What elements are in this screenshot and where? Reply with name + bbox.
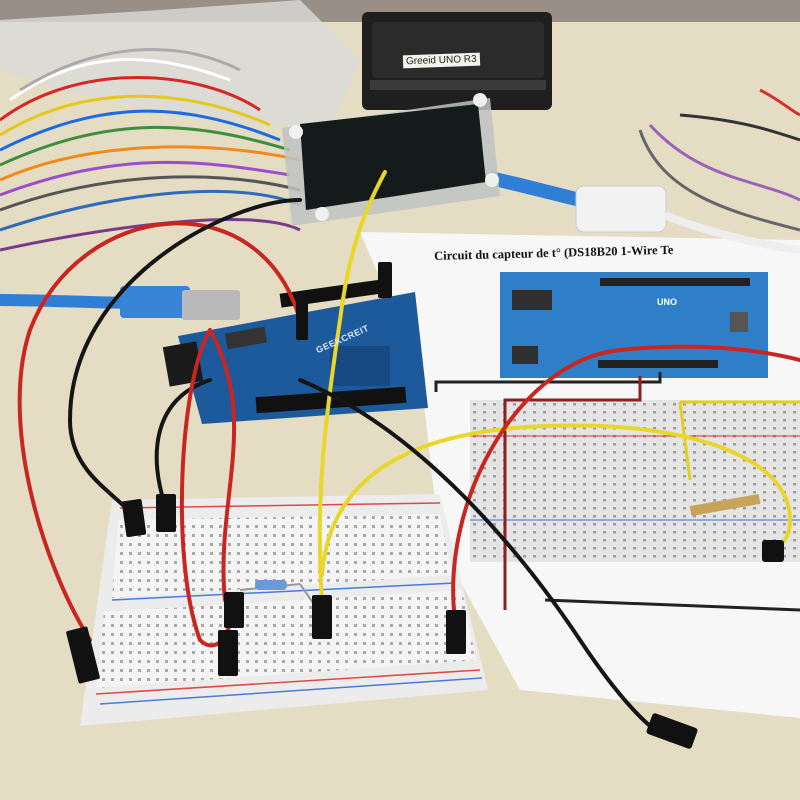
poster-wire-black-3 xyxy=(544,598,800,612)
poster-board-logo: UNO xyxy=(657,297,677,307)
black-wire-long xyxy=(298,378,672,742)
resistor xyxy=(239,580,319,611)
jumper-pins xyxy=(66,494,784,749)
black-wire-left xyxy=(67,198,302,514)
circuit-wires xyxy=(17,170,800,742)
poster-resistor xyxy=(689,493,761,517)
poster-wire-yellow xyxy=(678,400,800,481)
yellow-wire-long xyxy=(320,423,793,577)
poster-breadboard xyxy=(470,400,800,562)
header-pins xyxy=(296,262,392,340)
jumper-wires-right xyxy=(638,88,800,232)
lcd-display-module xyxy=(282,93,500,226)
red-wire-left xyxy=(17,221,302,642)
circuit-poster xyxy=(360,232,800,718)
storage-box-label: Greeid UNO R3 xyxy=(402,52,480,69)
usb-adapter-cable xyxy=(663,211,800,254)
arduino-board xyxy=(162,278,428,424)
usb-cable-right xyxy=(488,171,582,207)
poster-arduino-board xyxy=(500,272,768,378)
yellow-wire-up xyxy=(317,170,387,602)
red-wire-long xyxy=(451,344,800,622)
jumper-wire-bundle xyxy=(0,48,301,252)
usb-plug-metal xyxy=(182,290,240,320)
usb-plug-left xyxy=(120,286,190,318)
usb-adapter xyxy=(575,185,667,233)
poster-wire-black-2 xyxy=(503,376,642,610)
